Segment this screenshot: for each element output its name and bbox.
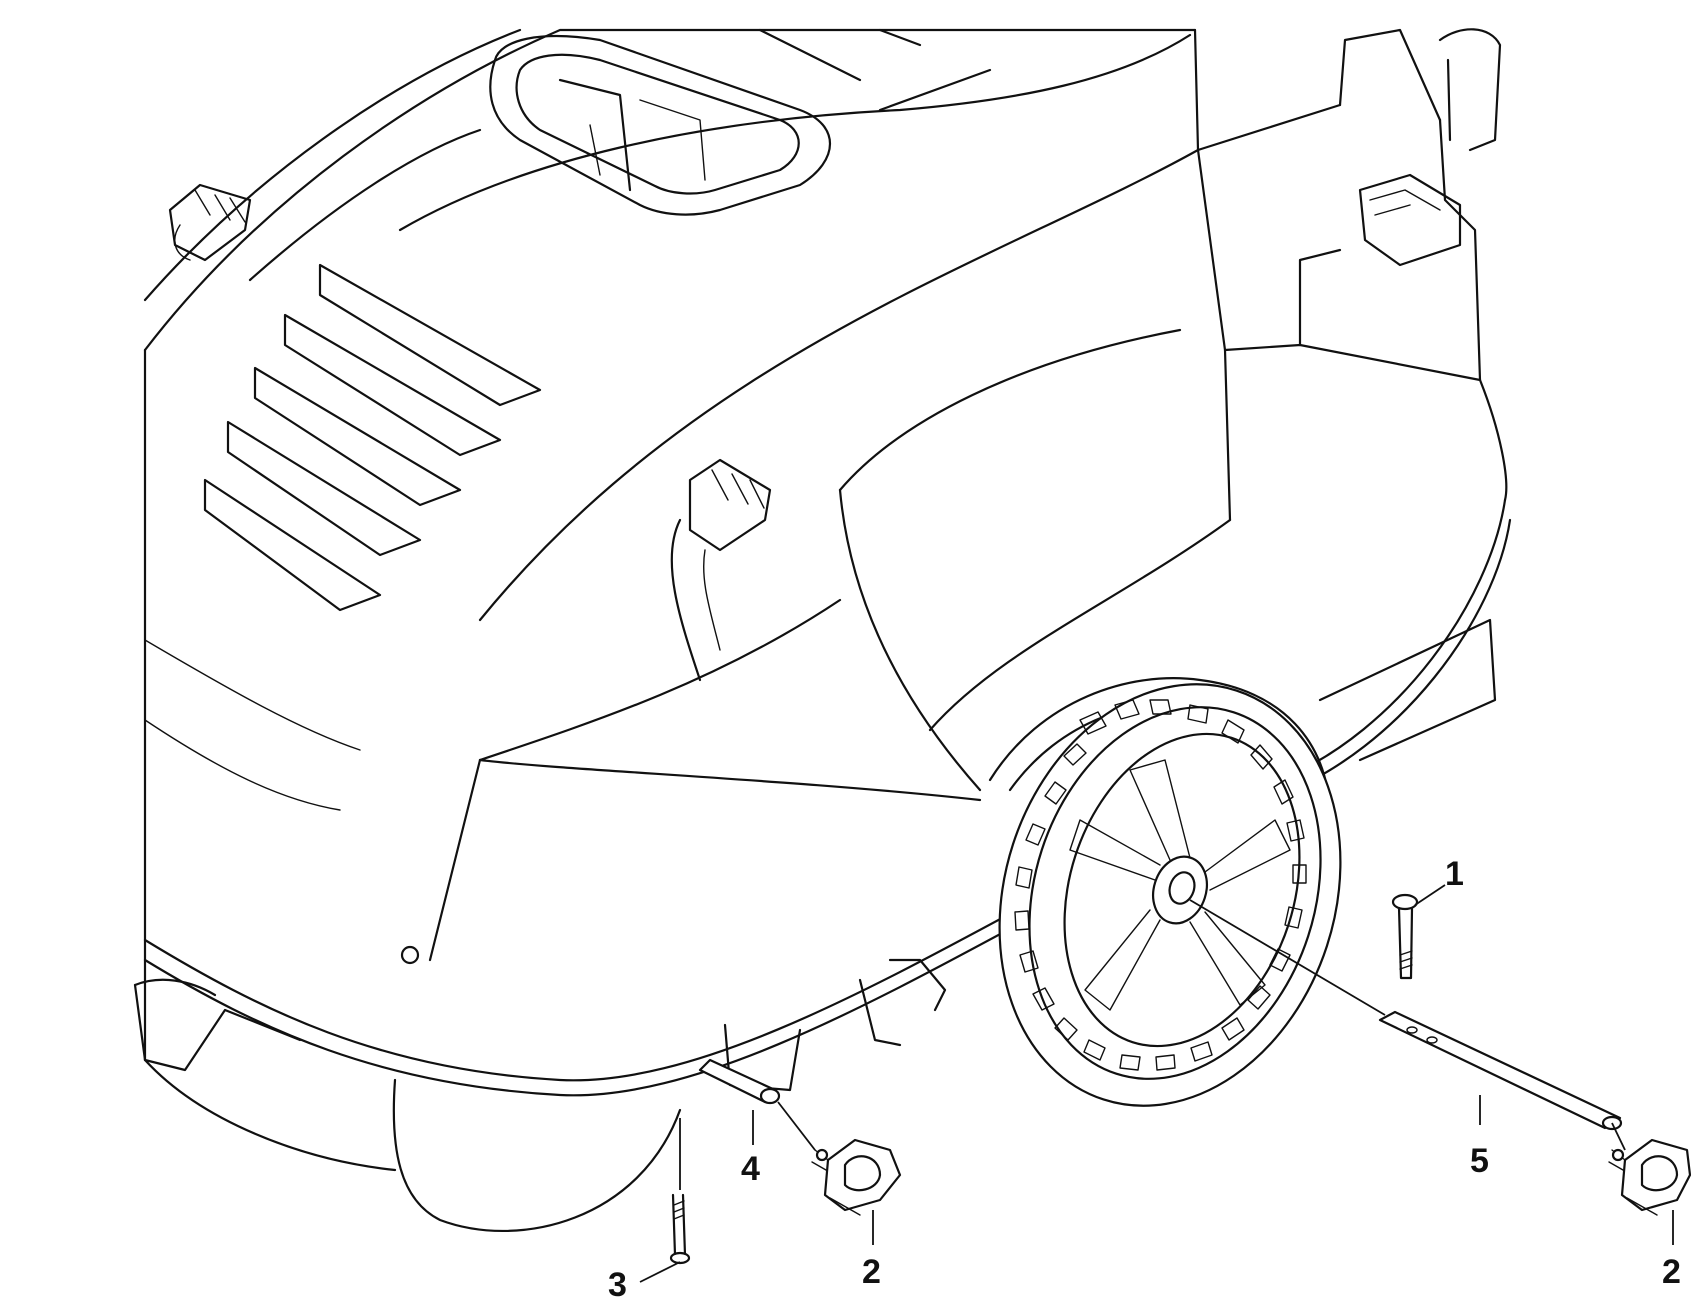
callout-2-left: 2 (862, 1253, 881, 1291)
latch-right (1358, 173, 1462, 267)
assembly-lines (679, 884, 1626, 1190)
part-4-bushing (698, 1058, 781, 1105)
part-2-wheel-cap-right (1608, 1138, 1691, 1216)
vent-slots (144, 263, 542, 811)
part-5-axle-pin (1378, 1010, 1623, 1131)
latch-center (670, 458, 772, 682)
wheel-tread (1014, 699, 1307, 1071)
callout-2-right: 2 (1662, 1253, 1681, 1291)
part-2-wheel-cap-left (811, 1138, 902, 1216)
callout-1: 1 (1445, 855, 1464, 893)
wheel (998, 683, 1342, 1107)
latch-left (168, 183, 252, 262)
callout-leaders (639, 1095, 1674, 1283)
part-3-screw (669, 1193, 691, 1265)
callout-4: 4 (741, 1150, 760, 1188)
part-1-screw (1391, 893, 1419, 980)
callout-3: 3 (608, 1266, 627, 1304)
callout-5: 5 (1470, 1142, 1489, 1180)
front-foot (133, 945, 947, 1092)
top-fill-opening (489, 28, 992, 216)
machine-housing (143, 28, 1512, 1232)
